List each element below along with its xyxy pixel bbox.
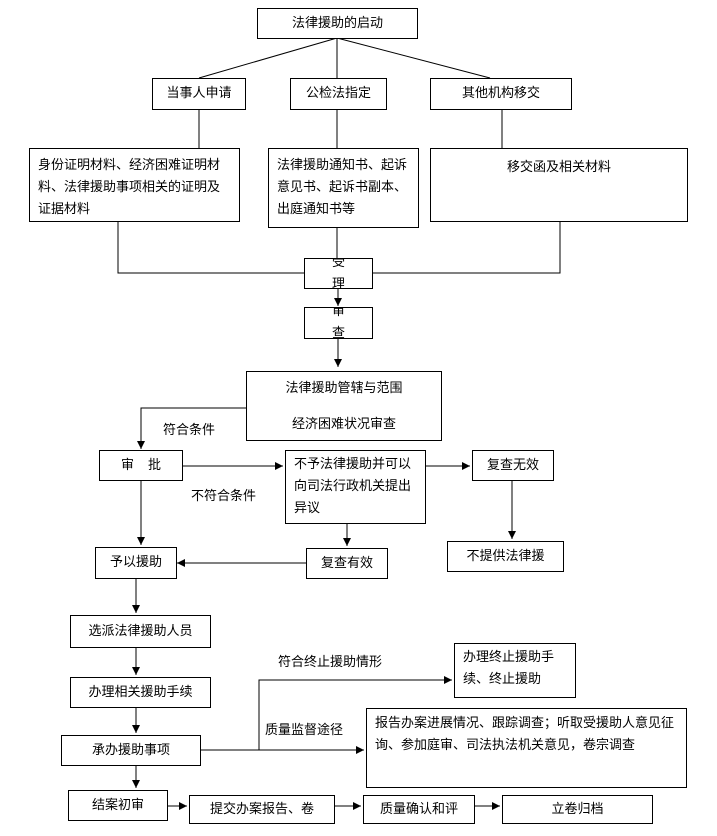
node-transfer-materials: 移交函及相关材料 <box>430 148 688 222</box>
economic-line: 经济困难状况审查 <box>291 417 396 432</box>
label-terminate-condition: 符合终止援助情形 <box>278 655 383 670</box>
node-court-assign: 公检法指定 <box>290 78 387 110</box>
node-submit-report: 提交办案报告、卷 <box>189 795 335 824</box>
node-grant-aid: 予以援助 <box>95 547 177 579</box>
node-other-transfer: 其他机构移交 <box>430 78 572 110</box>
node-assign-staff: 选派法律援助人员 <box>70 615 211 648</box>
node-court-materials: 法律援助通知书、起诉意见书、起诉书副本、出庭通知书等 <box>268 148 419 228</box>
node-deny: 不予法律援助并可以向司法行政机关提出异议 <box>285 450 426 524</box>
node-archive: 立卷归档 <box>502 795 653 824</box>
node-terminate: 办理终止援助手续、终止援助 <box>454 643 576 698</box>
node-quality-report: 报告办案进展情况、跟踪调查；听取受援助人意见征询、参加庭审、司法执法机关意见，卷… <box>366 708 687 788</box>
node-no-aid: 不提供法律援 <box>447 541 564 572</box>
node-review: 审查 <box>304 307 373 339</box>
node-handle-procedures: 办理相关援助手续 <box>70 677 211 708</box>
label-meets-conditions: 符合条件 <box>163 423 216 438</box>
node-recheck-valid: 复查有效 <box>306 548 388 579</box>
node-party-materials: 身份证明材料、经济困难证明材料、法律援助事项相关的证明及证据材料 <box>29 148 240 222</box>
node-approval: 审批 <box>99 450 183 481</box>
label-quality-supervision: 质量监督途径 <box>265 723 344 738</box>
node-scope-review: 法律援助管辖与范围 经济困难状况审查 <box>246 371 442 441</box>
scope-line: 法律援助管辖与范围 <box>285 381 403 396</box>
node-start: 法律援助的启动 <box>257 8 418 39</box>
label-not-meets-conditions: 不符合条件 <box>191 489 257 504</box>
node-party-apply: 当事人申请 <box>152 78 246 110</box>
node-quality-confirm: 质量确认和评 <box>363 795 475 824</box>
arrow-scope-approval <box>137 407 246 449</box>
connector-start-party <box>198 37 338 79</box>
node-accept: 受理 <box>304 258 373 289</box>
node-close-case: 结案初审 <box>68 790 168 821</box>
connector-other-accept <box>373 222 561 274</box>
node-recheck-invalid: 复查无效 <box>472 450 554 481</box>
node-undertake: 承办援助事项 <box>61 735 201 766</box>
connector-start-other <box>336 37 491 79</box>
connector-party-accept <box>117 222 304 274</box>
